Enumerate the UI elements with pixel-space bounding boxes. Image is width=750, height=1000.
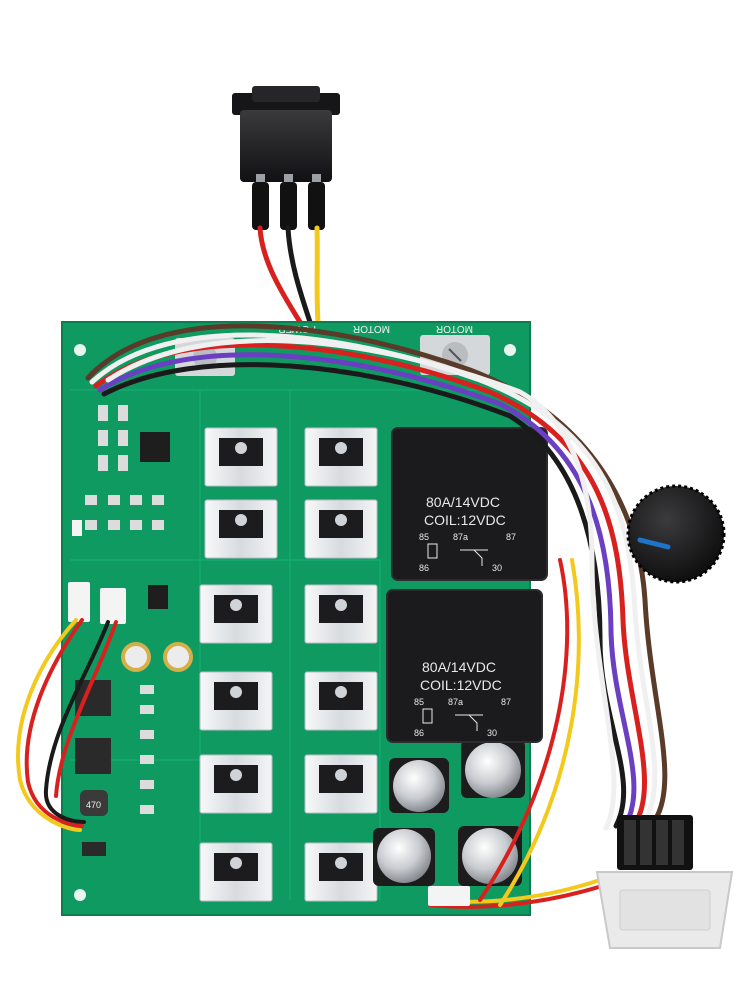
relay-1: 80A/14VDC COIL:12VDC 85 87a 87 86 30 bbox=[391, 427, 548, 581]
display-connector bbox=[617, 815, 693, 870]
relay-2-rating: 80A/14VDC bbox=[422, 659, 496, 675]
relay-2: 80A/14VDC COIL:12VDC 85 87a 87 86 30 bbox=[386, 589, 543, 743]
left-wires bbox=[16, 618, 118, 832]
relay-2-coil: COIL:12VDC bbox=[420, 677, 502, 693]
mosfet-heatsink bbox=[199, 671, 273, 731]
rocker-switch bbox=[232, 86, 340, 230]
silk-motor-right: MOTOR bbox=[436, 323, 473, 334]
wire-harness bbox=[85, 323, 668, 831]
relay-1-pin-30: 30 bbox=[492, 563, 502, 573]
mosfet-heatsink bbox=[304, 427, 378, 487]
mosfet-heatsink bbox=[199, 584, 273, 644]
inductor-label: 470 bbox=[86, 800, 101, 810]
mosfet-heatsink bbox=[199, 754, 273, 814]
mosfet-heatsink bbox=[304, 499, 378, 559]
relay-1-pin-85: 85 bbox=[419, 532, 429, 542]
relay-1-pin-87: 87 bbox=[506, 532, 516, 542]
potentiometer-knob bbox=[626, 484, 726, 584]
mosfet-heatsink bbox=[204, 427, 278, 487]
mosfet-heatsink bbox=[199, 842, 273, 902]
relay-2-pin-30: 30 bbox=[487, 728, 497, 738]
switch-wires bbox=[257, 225, 321, 325]
mosfet-heatsink bbox=[204, 499, 278, 559]
mosfet-heatsink bbox=[304, 754, 378, 814]
relay-1-pin-86: 86 bbox=[419, 563, 429, 573]
relay-2-pin-86: 86 bbox=[414, 728, 424, 738]
relay-2-pin-87a: 87a bbox=[448, 697, 463, 707]
mosfet-heatsink bbox=[304, 671, 378, 731]
relay-2-pin-85: 85 bbox=[414, 697, 424, 707]
mosfet-heatsinks bbox=[199, 427, 378, 902]
side-connectors bbox=[68, 520, 126, 624]
small-capacitors bbox=[121, 642, 193, 672]
mosfet-heatsink bbox=[304, 842, 378, 902]
silk-motor-left: MOTOR bbox=[353, 323, 390, 334]
large-capacitors bbox=[373, 740, 525, 886]
relay-1-coil: COIL:12VDC bbox=[424, 512, 506, 528]
mosfet-heatsink bbox=[304, 584, 378, 644]
led-display bbox=[595, 871, 734, 949]
relay-1-rating: 80A/14VDC bbox=[426, 494, 500, 510]
relay-2-pin-87: 87 bbox=[501, 697, 511, 707]
smd-components: 470 bbox=[75, 405, 170, 856]
bottom-connector bbox=[428, 886, 470, 906]
relay-1-pin-87a: 87a bbox=[453, 532, 468, 542]
